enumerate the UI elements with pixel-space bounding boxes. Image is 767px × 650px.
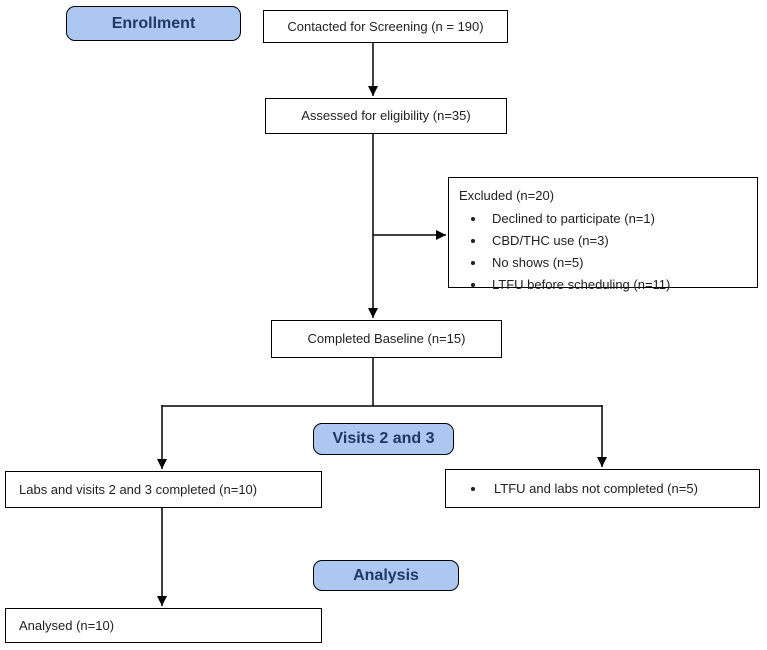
excluded-reason-item: LTFU before scheduling (n=11) [486,274,747,296]
stage-label-visits-2-and-3: Visits 2 and 3 [313,423,454,455]
stage-label-analysis: Analysis [313,560,459,591]
excluded-reason-item: No shows (n=5) [486,252,747,274]
contacted-for-screening-box: Contacted for Screening (n = 190) [263,10,508,43]
excluded-reasons-list: Declined to participate (n=1) CBD/THC us… [459,208,747,296]
stage-label-enrollment: Enrollment [66,6,241,41]
excluded-title: Excluded (n=20) [459,188,555,203]
labs-and-visits-completed-box: Labs and visits 2 and 3 completed (n=10) [5,471,322,508]
completed-baseline-box: Completed Baseline (n=15) [271,320,502,358]
ltfu-labs-not-completed-box: LTFU and labs not completed (n=5) [445,469,760,508]
assessed-for-eligibility-box: Assessed for eligibility (n=35) [265,98,507,134]
ltfu-list: LTFU and labs not completed (n=5) [446,481,698,497]
excluded-box: Excluded (n=20) Declined to participate … [448,177,758,292]
analysed-box: Analysed (n=10) [5,608,322,643]
excluded-reason-item: Declined to participate (n=1) [486,208,747,230]
ltfu-item: LTFU and labs not completed (n=5) [486,481,698,497]
excluded-reason-item: CBD/THC use (n=3) [486,230,747,252]
